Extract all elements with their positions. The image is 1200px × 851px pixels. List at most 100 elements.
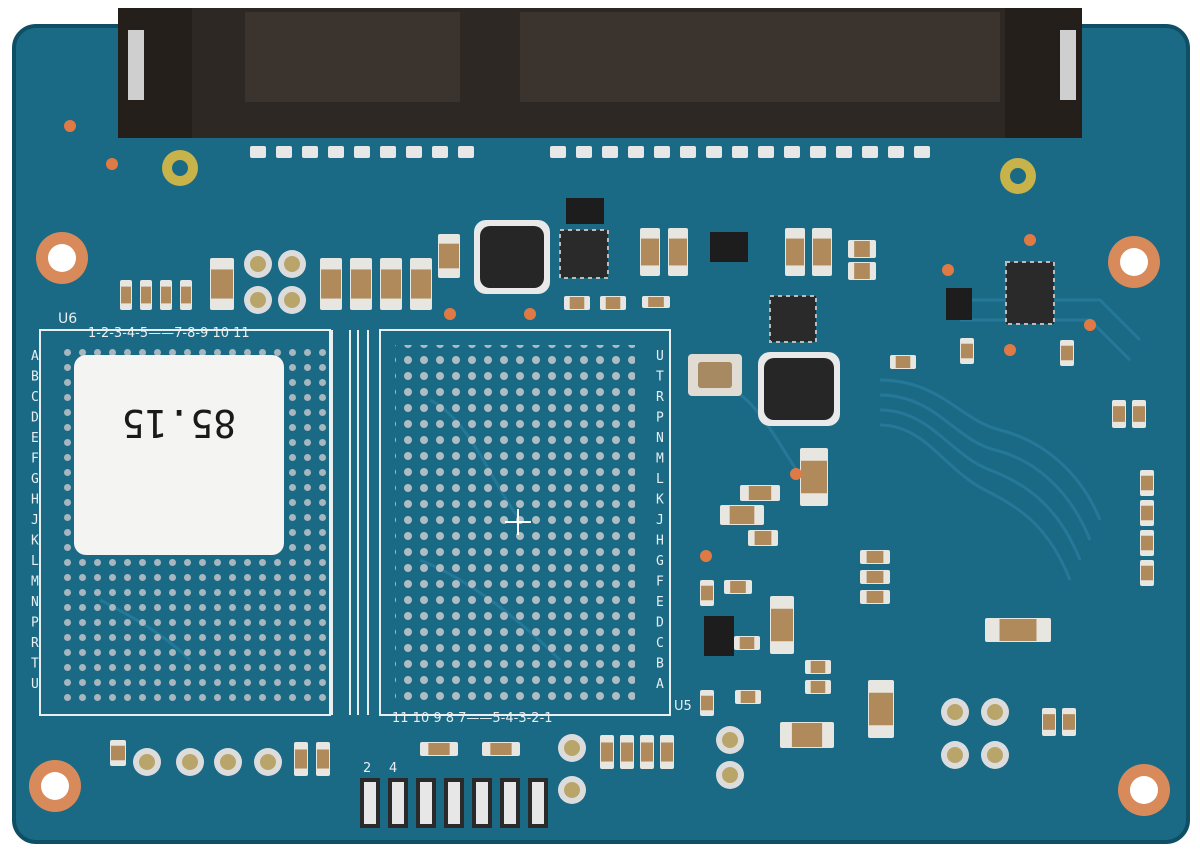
smd-part	[420, 742, 458, 756]
smd-part	[734, 636, 760, 650]
debug-header-pad	[472, 778, 492, 828]
smd-part	[1140, 470, 1154, 496]
smd-part	[316, 742, 330, 776]
smd-part	[1042, 708, 1056, 736]
row-letter: F	[656, 575, 664, 590]
through-hole-pad	[214, 748, 242, 776]
through-hole-pad	[981, 741, 1009, 769]
smd-part	[700, 580, 714, 606]
row-letter: J	[31, 513, 39, 528]
debug-header-pad	[500, 778, 520, 828]
smd-part	[868, 680, 894, 738]
sata-pin	[302, 146, 318, 158]
smd-part	[640, 228, 660, 276]
via	[106, 158, 118, 170]
via	[1004, 344, 1016, 356]
via	[1024, 234, 1036, 246]
smd-part	[210, 258, 234, 310]
row-letter: R	[656, 390, 664, 405]
smd-part	[120, 280, 132, 310]
row-letter: U	[656, 349, 664, 364]
inductor-top	[474, 220, 550, 294]
smd-part	[960, 338, 974, 364]
sata-pin	[836, 146, 852, 158]
smd-part	[380, 258, 402, 310]
smd-part	[724, 580, 752, 594]
row-letter: C	[31, 390, 39, 405]
label-left-columns: 1-2-3-4-5——7-8-9 10 11	[88, 326, 250, 341]
integrated-circuits	[559, 198, 1055, 656]
smd-part	[700, 690, 714, 716]
row-letter: E	[31, 431, 39, 446]
ic-top-square	[559, 229, 609, 279]
smd-part	[780, 722, 834, 748]
sata-pins	[250, 146, 930, 158]
via	[1084, 319, 1096, 331]
row-letter: A	[656, 677, 664, 692]
ic-center-small	[710, 232, 748, 262]
sata-pin	[328, 146, 344, 158]
smd-part	[1140, 500, 1154, 526]
smd-part	[140, 280, 152, 310]
smd-part	[294, 742, 308, 776]
sata-pin	[784, 146, 800, 158]
sata-pin	[914, 146, 930, 158]
debug-header-pads	[360, 778, 548, 828]
via	[64, 120, 76, 132]
row-letter: R	[31, 636, 39, 651]
test-vias	[64, 120, 1096, 562]
sticker-text: 85.15	[122, 401, 236, 445]
via	[942, 264, 954, 276]
debug-header-pad	[360, 778, 380, 828]
row-letter: K	[656, 493, 664, 508]
row-letter: B	[31, 370, 39, 385]
sata-pin	[550, 146, 566, 158]
ic-mid-square	[769, 295, 817, 343]
row-letter: D	[656, 616, 664, 631]
u5-bga-footprint	[357, 329, 671, 716]
smd-part	[110, 740, 126, 766]
sensor-package	[688, 354, 742, 396]
ic-right-square	[1005, 261, 1055, 325]
row-letter: C	[656, 636, 664, 651]
row-letter: D	[31, 411, 39, 426]
mounting-hole-top-left	[36, 232, 88, 284]
mounting-hole-bottom-left	[29, 760, 81, 812]
row-letter: B	[656, 657, 664, 672]
inductors	[474, 220, 840, 426]
smd-part	[805, 660, 831, 674]
smd-part	[1062, 708, 1076, 736]
through-hole-pad	[981, 698, 1009, 726]
smd-part	[890, 355, 916, 369]
smd-part	[985, 618, 1051, 642]
sata-pin	[706, 146, 722, 158]
ic-right-small	[946, 288, 972, 320]
smd-part	[482, 742, 520, 756]
smd-part	[642, 296, 670, 308]
sata-pin	[458, 146, 474, 158]
connector-hole-right	[1000, 158, 1036, 194]
smd-part	[640, 735, 654, 769]
row-letter: G	[656, 554, 664, 569]
sata-pin	[628, 146, 644, 158]
smd-part	[748, 530, 778, 546]
debug-header-pad	[528, 778, 548, 828]
smd-part	[740, 485, 780, 501]
sata-pin	[380, 146, 396, 158]
label-u6: U6	[58, 311, 77, 327]
smd-part	[620, 735, 634, 769]
smd-part	[320, 258, 342, 310]
mounting-hole-top-right	[1108, 236, 1160, 288]
through-hole-pad	[716, 726, 744, 754]
through-hole-pad	[941, 741, 969, 769]
smd-part	[600, 735, 614, 769]
row-letter: M	[656, 452, 664, 467]
smd-part	[410, 258, 432, 310]
smd-part	[860, 550, 890, 564]
smd-part	[848, 262, 876, 280]
sata-pin	[406, 146, 422, 158]
sata-pin	[732, 146, 748, 158]
smd-part	[720, 505, 764, 525]
